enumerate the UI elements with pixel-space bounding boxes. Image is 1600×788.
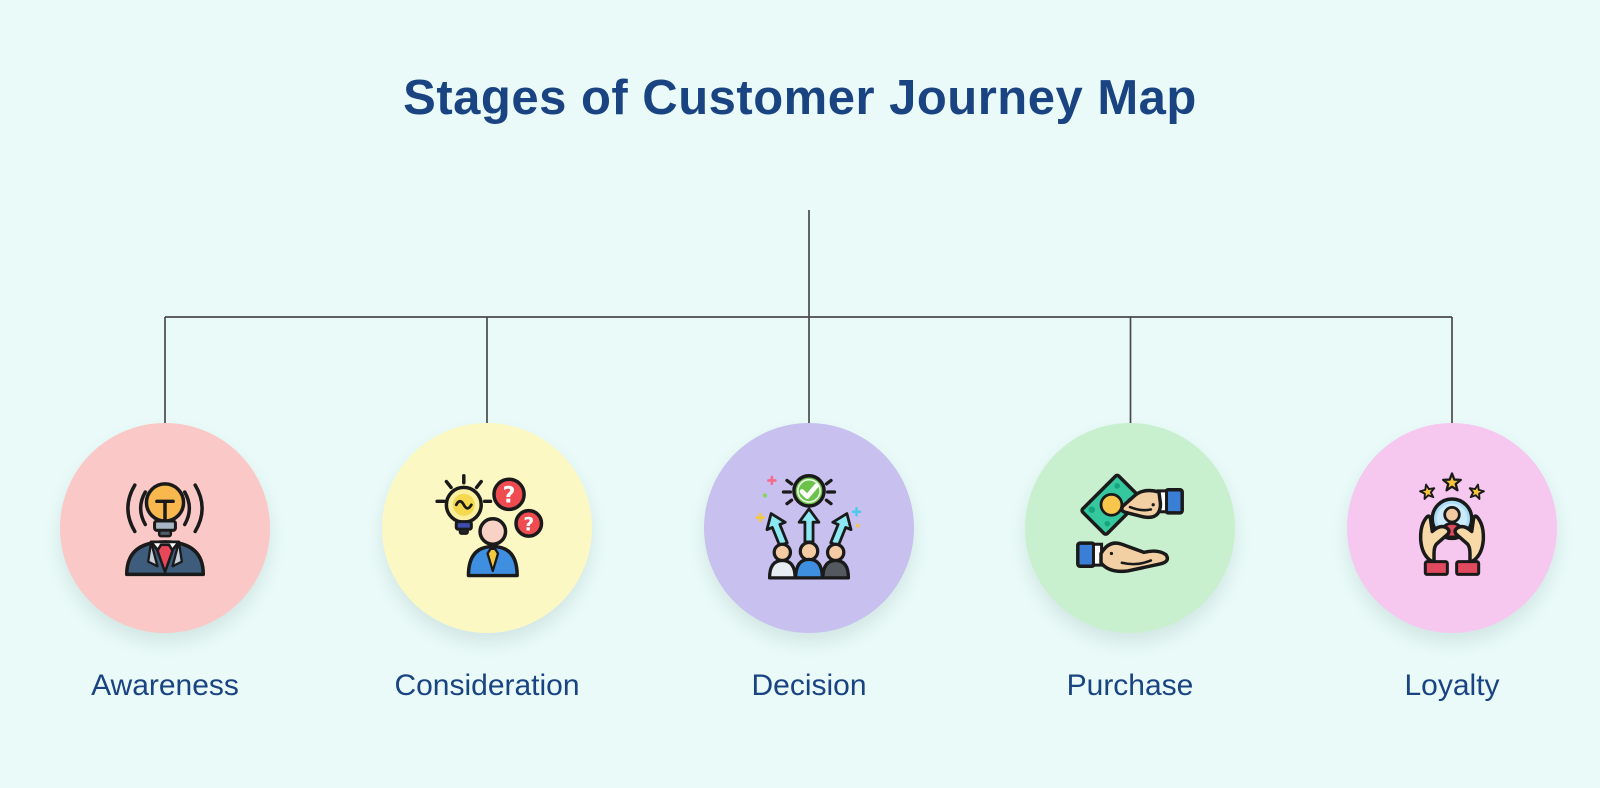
stage-circle-awareness	[60, 423, 270, 633]
stage-label: Purchase	[1066, 669, 1194, 702]
stage-label: Consideration	[394, 669, 580, 702]
stage-circle-consideration: ? ?	[382, 423, 592, 633]
consideration-bulb-questions-icon: ? ?	[435, 474, 544, 578]
stage-label: Loyalty	[1404, 669, 1500, 702]
awareness-lightbulb-person-icon	[124, 482, 206, 577]
stage-awareness: Awareness	[60, 423, 270, 703]
decision-people-arrows-check-icon	[755, 474, 862, 580]
stage-consideration: ? ? Consideration	[382, 423, 592, 703]
stage-loyalty: Loyalty	[1347, 423, 1557, 703]
stage-label: Decision	[751, 669, 867, 702]
purchase-hand-giving-money-icon	[1076, 473, 1184, 574]
stage-circle-decision	[704, 423, 914, 633]
stage-circle-loyalty	[1347, 423, 1557, 633]
svg-text:?: ?	[523, 514, 534, 535]
loyalty-hands-holding-customer-stars-icon	[1418, 472, 1486, 576]
stage-label: Awareness	[91, 669, 239, 702]
stage-circle-purchase	[1025, 423, 1235, 633]
svg-text:?: ?	[503, 483, 516, 508]
stage-decision: Decision	[704, 423, 914, 703]
stage-purchase: Purchase	[1025, 423, 1235, 703]
page-title: Stages of Customer Journey Map	[403, 71, 1197, 125]
